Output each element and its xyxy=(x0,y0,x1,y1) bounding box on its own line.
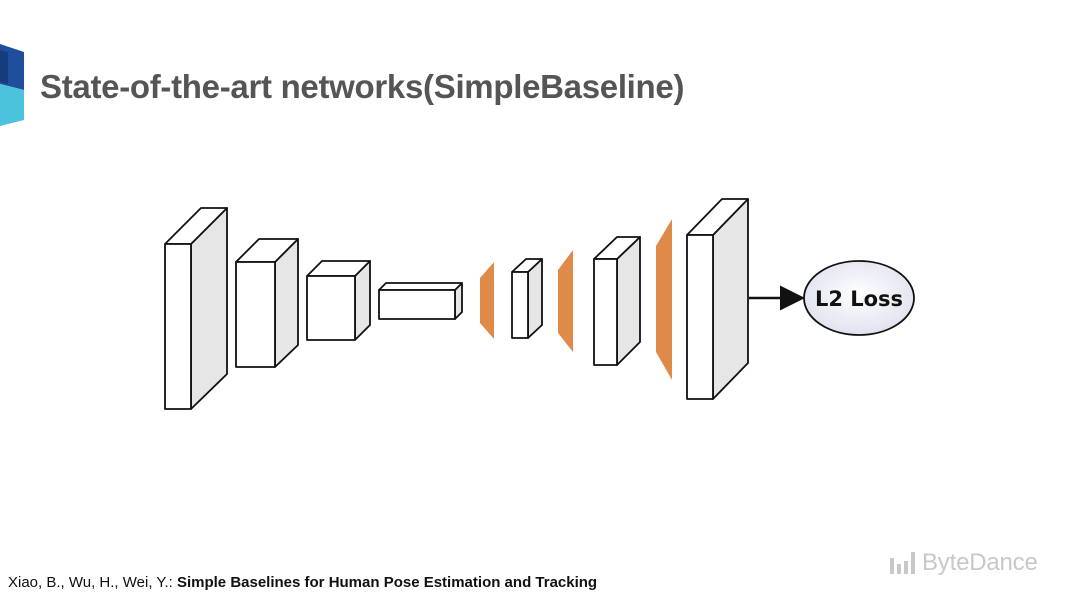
slide-logo-icon xyxy=(0,44,24,126)
encoder-block-4 xyxy=(378,282,463,320)
deconv-layer-1 xyxy=(480,262,494,339)
page-title: State-of-the-art networks(SimpleBaseline… xyxy=(40,68,685,105)
brand-name: ByteDance xyxy=(922,549,1038,576)
citation-paper-title: Simple Baselines for Human Pose Estimati… xyxy=(176,574,598,591)
citation: Xiao, B., Wu, H., Wei, Y.: Simple Baseli… xyxy=(8,574,597,591)
encoder-block-3 xyxy=(306,260,371,341)
decoder-block-2 xyxy=(593,236,641,366)
decoder-block-1 xyxy=(511,258,543,339)
deconv-layer-3 xyxy=(656,219,672,380)
loss-node: L2 Loss xyxy=(803,260,915,336)
decoder-block-3 xyxy=(686,198,749,400)
bytedance-logo-icon xyxy=(890,552,915,574)
brand: ByteDance xyxy=(890,548,1038,578)
deconv-layer-2 xyxy=(558,250,573,352)
citation-authors: Xiao, B., Wu, H., Wei, Y.: xyxy=(8,574,173,591)
loss-label: L2 Loss xyxy=(815,287,903,311)
encoder-block-1 xyxy=(164,207,228,410)
encoder-block-2 xyxy=(235,238,299,368)
